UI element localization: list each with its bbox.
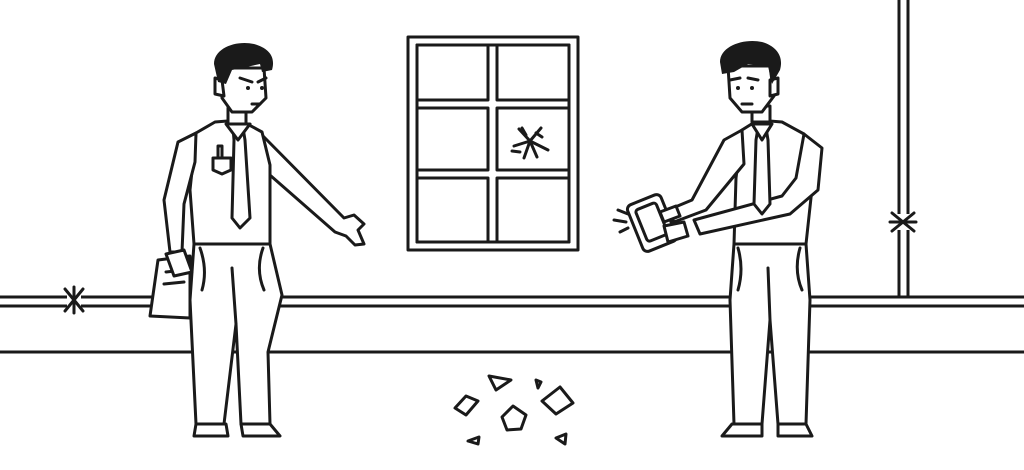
right-man [612, 40, 824, 438]
window [406, 35, 580, 252]
left-man [148, 42, 366, 438]
vertical-pipe [897, 0, 910, 299]
splash-icon [888, 211, 918, 233]
glass-shards [453, 374, 575, 446]
splash-icon [63, 285, 85, 315]
window-crack-icon [510, 126, 550, 160]
phone-icon [625, 193, 679, 253]
